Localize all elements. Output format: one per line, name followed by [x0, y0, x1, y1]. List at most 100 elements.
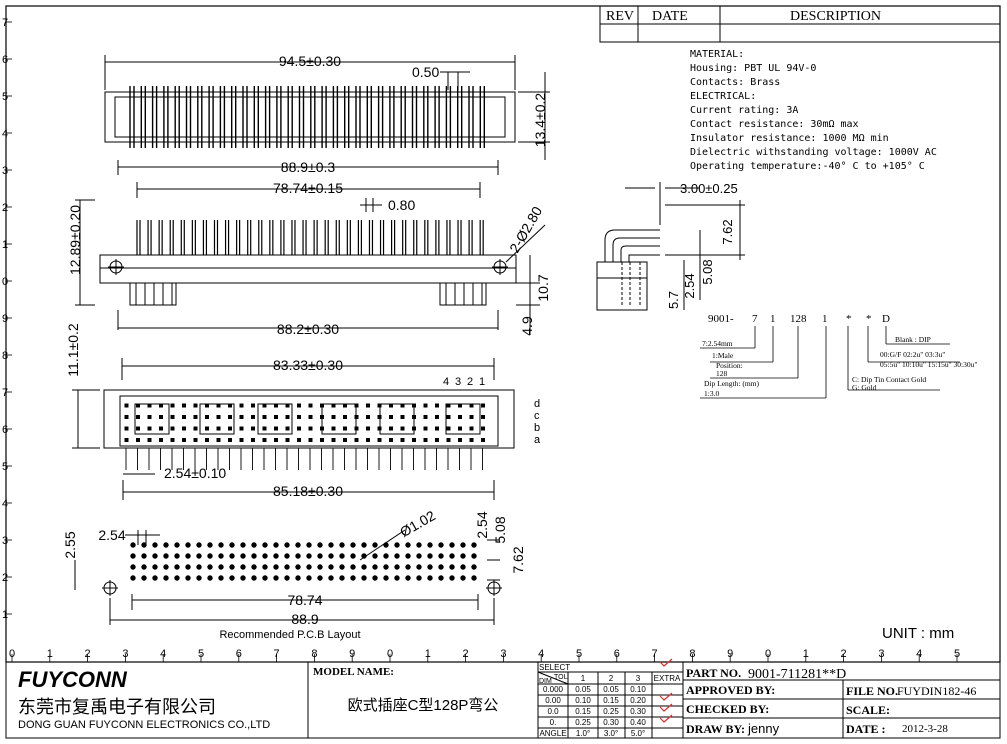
code-segment: 1: [770, 313, 776, 325]
pcb-hole: [471, 553, 477, 559]
drawing-frame: [5, 5, 1001, 663]
ruler-label: 7: [2, 387, 8, 399]
pin-square: [159, 426, 163, 431]
pin-square: [308, 426, 313, 431]
pin-square: [193, 426, 198, 431]
spec-line: Current rating: 3A: [690, 105, 798, 116]
pin-square: [412, 426, 416, 431]
date-value: 2012-3-28: [902, 723, 948, 735]
ruler-label: 3: [500, 648, 506, 660]
ruler-label: 1: [2, 239, 8, 251]
dim-front-base: 88.2±0.30: [277, 321, 339, 337]
pin-square: [262, 415, 267, 419]
pcb-hole: [284, 542, 290, 548]
pcb-hole: [295, 542, 301, 548]
pin-square: [377, 415, 382, 419]
col-label: 2: [467, 376, 473, 388]
pin-square: [136, 403, 140, 408]
pin-square: [239, 438, 244, 442]
tolerance-cell: 0.10: [575, 696, 591, 705]
pcb-hole: [383, 575, 389, 581]
row-label: a: [534, 434, 541, 446]
pin-square: [159, 438, 163, 442]
pcb-hole: [218, 542, 224, 548]
pcb-hole: [273, 553, 279, 559]
pcb-hole: [273, 542, 279, 548]
pcb-hole: [207, 564, 213, 570]
pcb-hole: [306, 575, 312, 581]
pin-square: [320, 403, 324, 408]
pcb-hole: [361, 564, 367, 570]
pcb-hole: [449, 575, 455, 581]
dim-pcb-left: 2.55: [62, 531, 78, 558]
tolerance-col-label: 1: [581, 674, 586, 683]
pin-square: [469, 426, 474, 431]
pcb-hole: [438, 564, 444, 570]
pcb-hole: [130, 553, 136, 559]
pin-square: [251, 415, 255, 419]
pin-square: [435, 426, 439, 431]
spec-line: Insulator resistance: 1000 MΩ min: [690, 133, 889, 144]
pcb-hole: [262, 553, 268, 559]
pcb-hole: [152, 553, 158, 559]
pin-square: [205, 415, 209, 419]
ruler-label: 5: [954, 648, 960, 660]
pin-square: [159, 415, 163, 419]
tolerance-row-label: 0.: [550, 718, 557, 727]
pcb-hole: [438, 553, 444, 559]
ruler-label: 4: [538, 648, 544, 660]
pin-square: [239, 415, 244, 419]
pin-square: [182, 415, 186, 419]
pin-square: [389, 415, 393, 419]
col-labels: 4 3 2 1: [443, 376, 485, 388]
pin-square: [216, 403, 221, 408]
dim-side-762: 7.62: [720, 219, 735, 244]
pcb-hole: [284, 564, 290, 570]
code-note: G: Gold: [852, 383, 877, 392]
pin-square: [193, 415, 198, 419]
ruler-label: 1: [2, 609, 8, 621]
pin-square: [228, 403, 232, 408]
ruler-label: 2: [2, 572, 8, 584]
col-label: 4: [443, 376, 449, 388]
pcb-hole: [152, 564, 158, 570]
pcb-hole: [163, 542, 169, 548]
pin-square: [147, 415, 152, 419]
pcb-hole: [229, 542, 235, 548]
pin-square: [446, 438, 451, 442]
ruler-label: 5: [576, 648, 582, 660]
pcb-hole: [174, 542, 180, 548]
tolerance-col-label: 2: [609, 674, 614, 683]
pin-square: [458, 426, 462, 431]
part-no-value: 9001-711281**D: [748, 667, 846, 682]
pcb-hole: [251, 575, 257, 581]
dim-front-width: 88.9±0.3: [281, 159, 336, 175]
dim-bottom-height: 11.1±0.2: [65, 323, 81, 377]
dim-top-width: 94.5±0.30: [279, 53, 341, 69]
pin-square: [136, 415, 140, 419]
col-label: 1: [479, 376, 485, 388]
pin-square: [216, 426, 221, 431]
pcb-hole: [273, 564, 279, 570]
pcb-hole: [218, 564, 224, 570]
pcb-hole: [350, 542, 356, 548]
ruler-label: 2: [85, 648, 91, 660]
file-no-label: FILE NO.: [846, 684, 898, 698]
pcb-hole: [416, 553, 422, 559]
pin-square: [412, 403, 416, 408]
ruler-label: 0: [387, 648, 393, 660]
ruler-label: 9: [2, 313, 8, 325]
pcb-hole: [317, 575, 323, 581]
code-note: Position:: [716, 361, 743, 370]
pin-square: [481, 415, 485, 419]
pin-square: [297, 403, 301, 408]
spec-line: Operating temperature:-40° C to +105° C: [690, 161, 925, 172]
pin-square: [366, 426, 370, 431]
dim-pcb-right-b: 5.08: [492, 516, 508, 543]
ruler-label: 8: [2, 350, 8, 362]
code-segment: 9001-: [708, 313, 734, 325]
code-note: 00:G/F 02:2u" 03:3u": [880, 350, 945, 359]
pin-square: [423, 438, 428, 442]
pcb-hole: [174, 553, 180, 559]
